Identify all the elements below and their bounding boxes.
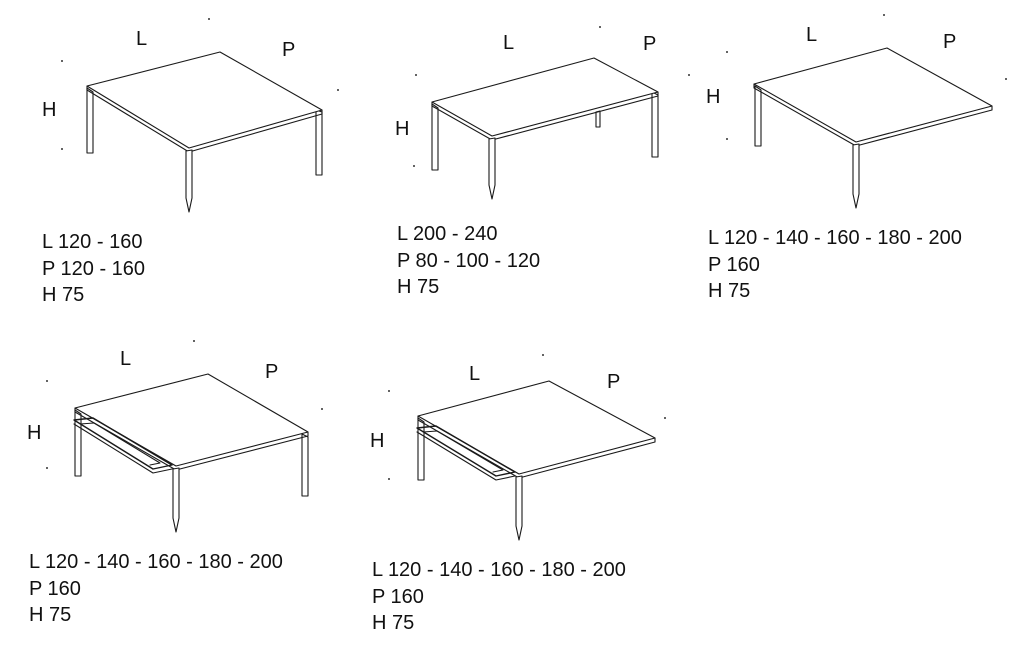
- spec-length: L 200 - 240: [397, 223, 498, 245]
- table-5-specs: L 120 - 140 - 160 - 180 - 200 P 160 H 75: [372, 557, 626, 637]
- table-2-dot: [599, 26, 601, 28]
- spec-height: H 75: [397, 276, 440, 298]
- table-2-height-letter: H: [395, 118, 410, 140]
- table-5-dot: [542, 354, 544, 356]
- table-2-length-letter: L: [503, 32, 515, 54]
- table-5-dot: [388, 390, 390, 392]
- spec-length: L 120 - 140 - 160 - 180 - 200: [29, 551, 283, 573]
- table-1-dot: [61, 148, 63, 150]
- table-5-dot: [388, 478, 390, 480]
- spec-depth: P 160: [708, 253, 760, 276]
- spec-height: H 75: [708, 280, 751, 302]
- table-5-depth-letter: P: [607, 371, 621, 393]
- table-3-dot: [726, 51, 728, 53]
- table-1-dot: [61, 60, 63, 62]
- table-4-dot: [46, 467, 48, 469]
- spec-length: L 120 - 140 - 160 - 180 - 200: [708, 227, 962, 249]
- table-4-dot: [46, 380, 48, 382]
- spec-depth: P 120 - 160: [42, 257, 146, 280]
- table-3-dot: [726, 138, 728, 140]
- table-1-depth-letter: P: [282, 39, 296, 61]
- spec-height: H 75: [42, 284, 85, 306]
- table-1-length-letter: L: [136, 28, 148, 50]
- table-4-specs: L 120 - 140 - 160 - 180 - 200 P 160 H 75: [29, 549, 283, 629]
- table-2-dot: [688, 74, 690, 76]
- table-1-dot: [208, 18, 210, 20]
- spec-height: H 75: [372, 612, 415, 634]
- table-5-height-letter: H: [370, 430, 385, 452]
- table-3-dot: [1005, 78, 1007, 80]
- table-4-length-letter: L: [120, 348, 132, 370]
- spec-height: H 75: [29, 604, 72, 626]
- table-4-depth-letter: P: [265, 361, 279, 383]
- table-2-specs: L 200 - 240 P 80 - 100 - 120 H 75: [397, 221, 540, 301]
- table-4-dot: [321, 408, 323, 410]
- table-3-specs: L 120 - 140 - 160 - 180 - 200 P 160 H 75: [708, 225, 962, 305]
- table-5-dot: [664, 417, 666, 419]
- spec-length: L 120 - 160: [42, 231, 143, 253]
- table-4-dot: [193, 340, 195, 342]
- table-3-height-letter: H: [706, 86, 721, 108]
- table-3-dot: [883, 14, 885, 16]
- table-2-depth-letter: P: [643, 33, 657, 55]
- spec-depth: P 80 - 100 - 120: [397, 249, 541, 272]
- table-3-length-letter: L: [806, 24, 818, 46]
- spec-length: L 120 - 140 - 160 - 180 - 200: [372, 559, 626, 581]
- table-1-height-letter: H: [42, 99, 57, 121]
- table-5-length-letter: L: [469, 363, 481, 385]
- spec-depth: P 160: [29, 577, 81, 600]
- table-2-dot: [415, 74, 417, 76]
- table-3-depth-letter: P: [943, 31, 957, 53]
- table-1-dot: [337, 89, 339, 91]
- spec-depth: P 160: [372, 585, 424, 608]
- table-2-dot: [413, 165, 415, 167]
- table-4-height-letter: H: [27, 422, 42, 444]
- table-1-specs: L 120 - 160 P 120 - 160 H 75: [42, 229, 145, 309]
